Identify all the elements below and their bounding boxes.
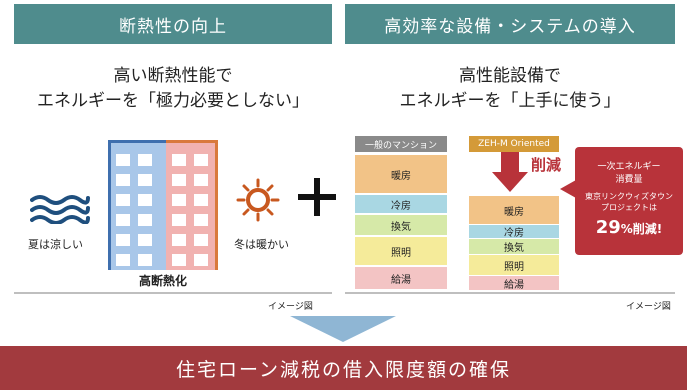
building-window bbox=[194, 254, 208, 266]
building-window bbox=[172, 174, 186, 186]
building-window bbox=[194, 234, 208, 246]
building-window bbox=[172, 154, 186, 166]
zeh-label: ZEH-M Oriented bbox=[469, 136, 559, 152]
insulation-headline-line1: 高い断熱性能で bbox=[113, 66, 233, 86]
insulation-header: 断熱性の向上 bbox=[14, 4, 332, 44]
equipment-headline: 高性能設備で エネルギーを「上手に使う」 bbox=[345, 64, 675, 114]
callout-unit: %削減! bbox=[620, 222, 663, 236]
building-window bbox=[138, 194, 152, 206]
building-window bbox=[138, 254, 152, 266]
building-window bbox=[116, 234, 130, 246]
building-window bbox=[172, 254, 186, 266]
building-window bbox=[138, 234, 152, 246]
callout-line2: 消費量 bbox=[615, 175, 643, 185]
building-window bbox=[116, 154, 130, 166]
standard-cooling: 冷房 bbox=[355, 195, 447, 213]
reduction-label: 削減 bbox=[531, 156, 562, 174]
standard-lighting: 照明 bbox=[355, 237, 447, 265]
reduction-arrow-icon bbox=[492, 152, 528, 192]
summer-label: 夏は涼しい bbox=[28, 238, 83, 251]
building-window bbox=[116, 194, 130, 206]
standard-ventilation: 換気 bbox=[355, 215, 447, 235]
down-chevron-icon bbox=[290, 316, 396, 342]
zeh-heating: 暖房 bbox=[469, 196, 559, 224]
building-window bbox=[116, 214, 130, 226]
insulation-headline-line2: エネルギーを「極力必要としない」 bbox=[37, 91, 309, 111]
zeh-hot-water: 給湯 bbox=[469, 276, 559, 291]
reduction-callout: 一次エネルギー 消費量 東京リンクウィズタウン プロジェクトは 29%削減! bbox=[575, 147, 683, 255]
standard-hot-water: 給湯 bbox=[355, 267, 447, 289]
building-window bbox=[138, 214, 152, 226]
equipment-header: 高効率な設備・システムの導入 bbox=[345, 4, 675, 44]
callout-line4: プロジェクトは bbox=[601, 203, 657, 212]
building-window bbox=[194, 154, 208, 166]
building-window bbox=[138, 154, 152, 166]
building-window bbox=[194, 214, 208, 226]
warm-sun-icon bbox=[236, 178, 280, 222]
callout-line3: 東京リンクウィズタウン bbox=[585, 192, 673, 201]
cool-wind-icon bbox=[30, 195, 90, 224]
equipment-headline-line1: 高性能設備で bbox=[459, 66, 561, 86]
insulation-headline: 高い断熱性能で エネルギーを「極力必要としない」 bbox=[14, 64, 332, 114]
equipment-baseline bbox=[345, 292, 675, 294]
building-label-band bbox=[108, 270, 218, 290]
building-window bbox=[172, 234, 186, 246]
standard-condo-label: 一般のマンション bbox=[355, 136, 447, 152]
building-window bbox=[194, 194, 208, 206]
equipment-headline-line2: エネルギーを「上手に使う」 bbox=[399, 91, 621, 111]
plus-icon bbox=[298, 178, 336, 216]
building-window bbox=[172, 194, 186, 206]
building-window bbox=[194, 174, 208, 186]
building-window bbox=[172, 214, 186, 226]
insulation-baseline bbox=[14, 292, 332, 294]
winter-label: 冬は暖かい bbox=[234, 238, 289, 251]
loan-tax-banner: 住宅ローン減税の借入限度額の確保 bbox=[0, 346, 687, 390]
building-label: 高断熱化 bbox=[138, 274, 187, 288]
zeh-cooling: 冷房 bbox=[469, 225, 559, 239]
equipment-image-note: イメージ図 bbox=[626, 302, 671, 312]
callout-value-row: 29%削減! bbox=[575, 217, 683, 238]
building-window bbox=[116, 254, 130, 266]
standard-heating: 暖房 bbox=[355, 155, 447, 193]
building-window bbox=[138, 174, 152, 186]
callout-value: 29 bbox=[595, 217, 621, 238]
insulation-image-note: イメージ図 bbox=[268, 302, 313, 312]
zeh-lighting: 照明 bbox=[469, 255, 559, 275]
callout-line1: 一次エネルギー bbox=[597, 162, 661, 172]
callout-pointer bbox=[560, 180, 576, 198]
building-window bbox=[116, 174, 130, 186]
zeh-ventilation: 換気 bbox=[469, 239, 559, 254]
